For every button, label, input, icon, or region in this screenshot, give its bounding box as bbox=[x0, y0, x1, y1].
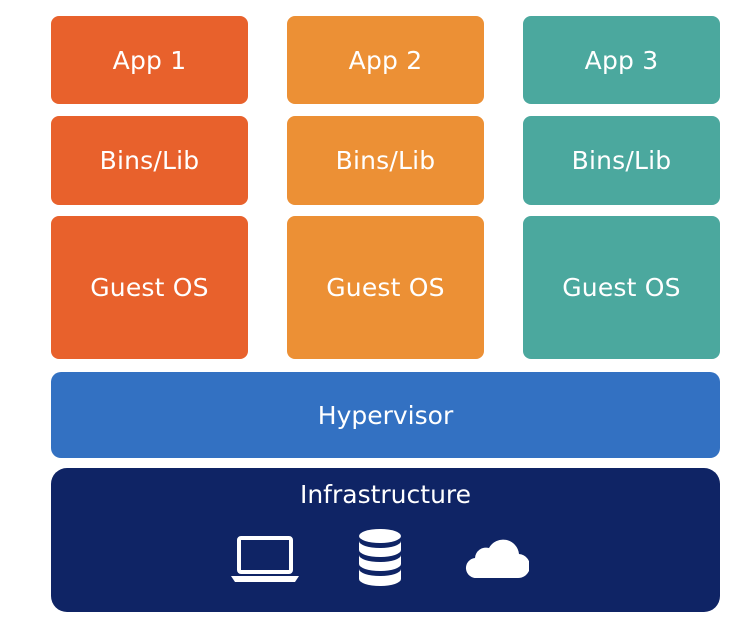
app-3-label: App 3 bbox=[584, 45, 659, 75]
app-1-label: App 1 bbox=[112, 45, 187, 75]
guest-os-1-block: Guest OS bbox=[51, 216, 248, 359]
bins-lib-3-block: Bins/Lib bbox=[523, 116, 720, 205]
infrastructure-layer: Infrastructure bbox=[51, 468, 720, 612]
bins-lib-1-block: Bins/Lib bbox=[51, 116, 248, 205]
guest-os-3-block: Guest OS bbox=[523, 216, 720, 359]
bins-lib-3-label: Bins/Lib bbox=[571, 146, 672, 175]
app-3-block: App 3 bbox=[523, 16, 720, 104]
guest-os-1-label: Guest OS bbox=[90, 273, 209, 302]
cloud-icon bbox=[466, 539, 529, 579]
app-1-block: App 1 bbox=[51, 16, 248, 104]
guest-os-2-label: Guest OS bbox=[326, 273, 445, 302]
bins-lib-2-block: Bins/Lib bbox=[287, 116, 484, 205]
infrastructure-label: Infrastructure bbox=[299, 480, 472, 509]
bins-lib-1-label: Bins/Lib bbox=[99, 146, 200, 175]
guest-os-2-block: Guest OS bbox=[287, 216, 484, 359]
hypervisor-label: Hypervisor bbox=[317, 400, 454, 430]
hypervisor-layer: Hypervisor bbox=[51, 372, 720, 458]
app-2-block: App 2 bbox=[287, 16, 484, 104]
bins-lib-2-label: Bins/Lib bbox=[335, 146, 436, 175]
database-icon bbox=[359, 529, 401, 586]
guest-os-3-label: Guest OS bbox=[562, 273, 681, 302]
laptop-icon bbox=[231, 536, 299, 582]
app-2-label: App 2 bbox=[348, 45, 423, 75]
